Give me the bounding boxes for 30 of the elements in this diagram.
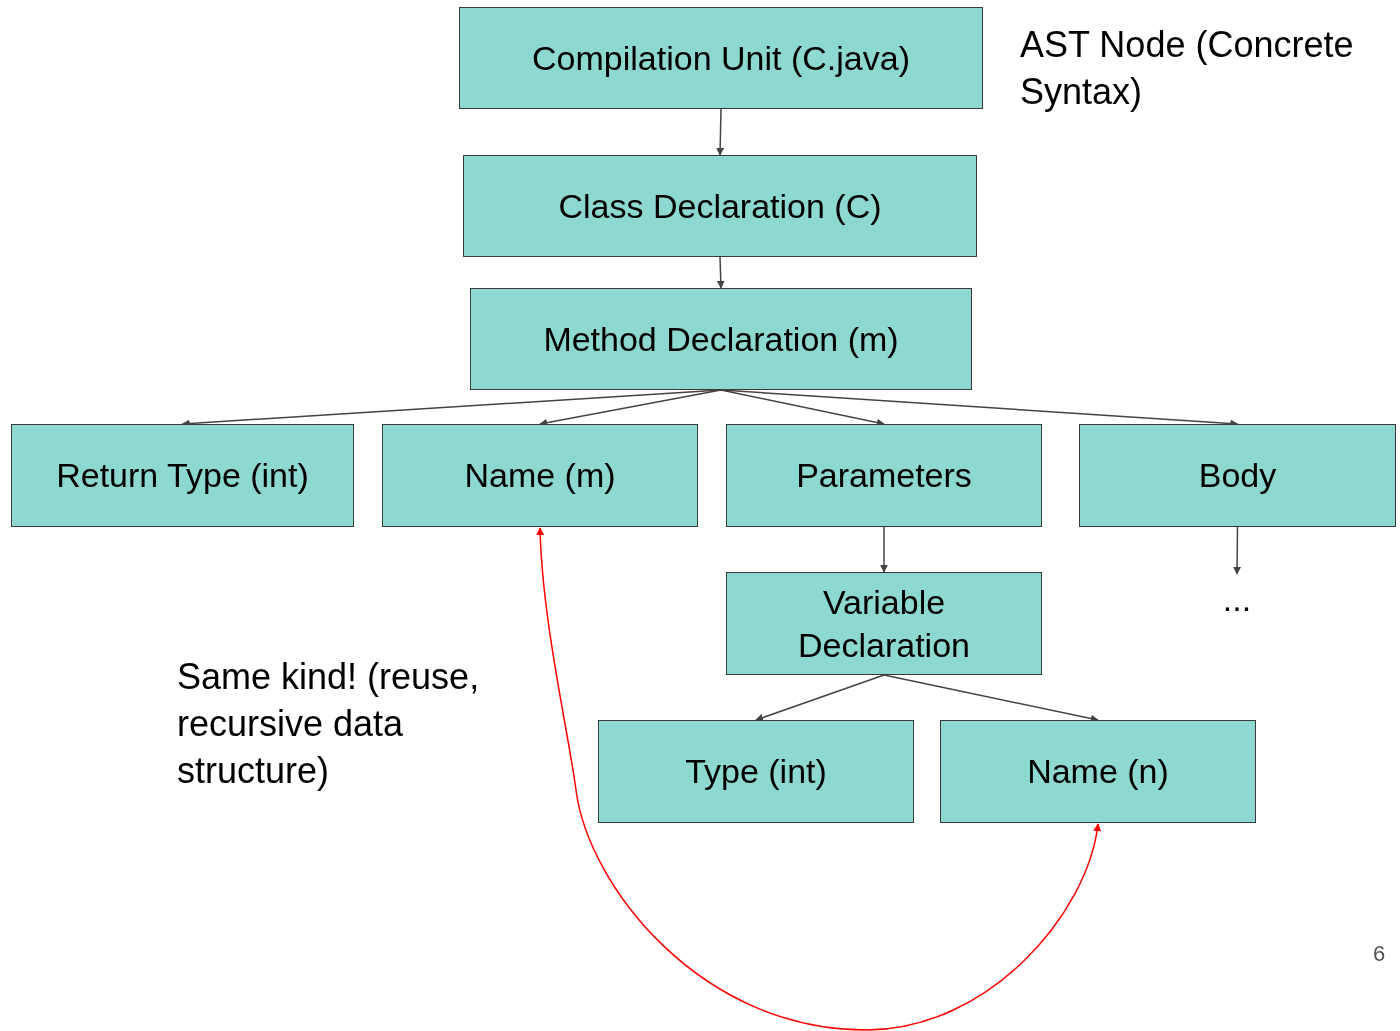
- page-number: 6: [1373, 940, 1387, 968]
- tree-node-box: [726, 572, 1042, 675]
- tree-node-box: [726, 424, 1042, 527]
- node-label: Name (m): [464, 455, 616, 497]
- tree-node-box: [463, 155, 977, 257]
- node-label: Compilation Unit (C.java): [532, 37, 910, 79]
- node-label: Parameters: [796, 455, 972, 497]
- arrow: [716, 256, 725, 289]
- node-label: Name (n): [1027, 751, 1169, 793]
- tree-node-box: [459, 7, 983, 109]
- node-label: Body: [1198, 455, 1277, 497]
- tree-node-box: [1079, 424, 1396, 527]
- ellipsis-text: ...: [1212, 574, 1262, 624]
- tree-node-box: [11, 424, 354, 527]
- node-label: Class Declaration (C): [558, 185, 882, 227]
- tree-node-box: [940, 720, 1256, 823]
- arrow: [716, 108, 725, 156]
- arrow: [880, 526, 888, 573]
- arrow: [536, 527, 1101, 1031]
- node-label: Method Declaration (m): [543, 318, 899, 360]
- tree-node-box: [382, 424, 698, 527]
- tree-node-box: [470, 288, 972, 390]
- tree-node-box: [598, 720, 914, 823]
- node-label: Type (int): [685, 751, 827, 793]
- note-text: AST Node (Concrete Syntax): [1020, 23, 1355, 114]
- note-text: Same kind! (reuse, recursive data structure): [177, 655, 481, 793]
- node-label: Variable Declaration: [797, 582, 971, 666]
- arrow: [1233, 526, 1242, 575]
- node-label: Return Type (int): [56, 455, 309, 497]
- arrow: [755, 674, 885, 722]
